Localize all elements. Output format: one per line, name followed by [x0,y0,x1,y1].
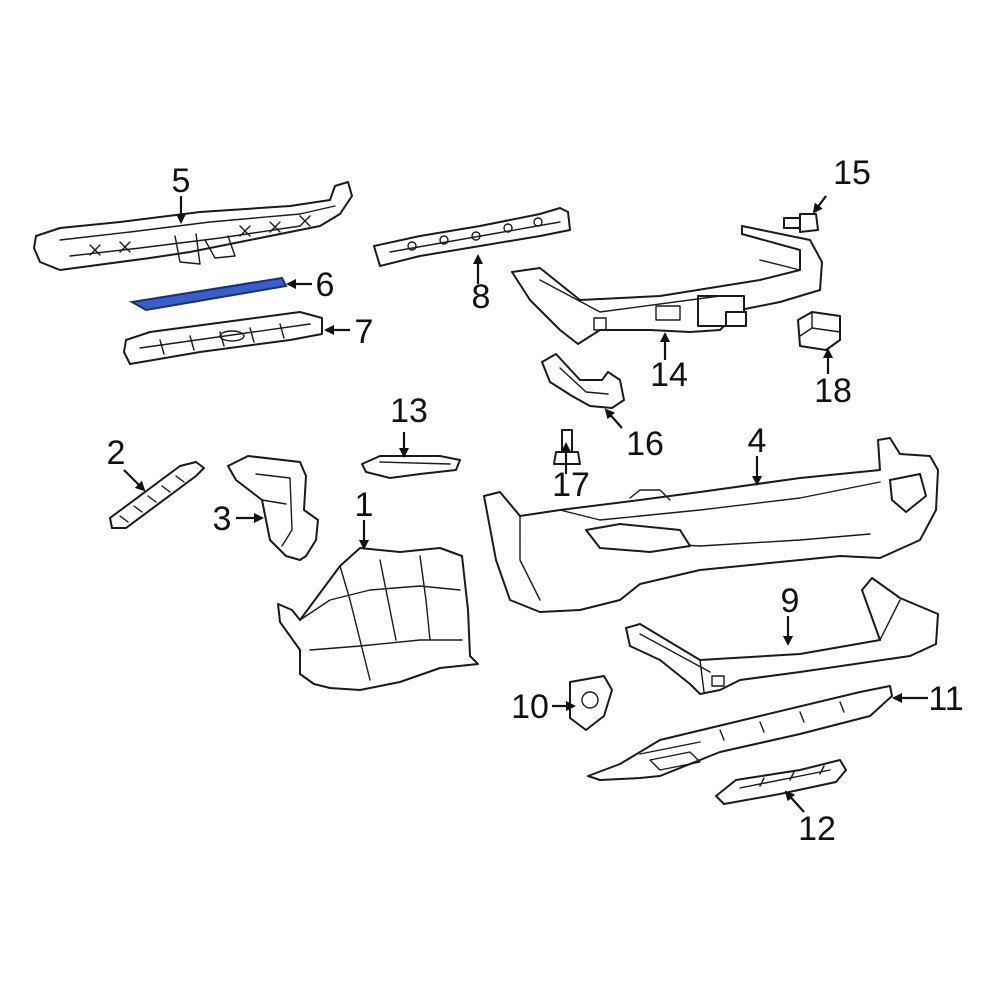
callout-3: 3 [213,500,232,538]
part-18-connector[interactable] [797,311,841,351]
part-13-deflector[interactable] [361,455,461,479]
callout-14: 14 [650,356,688,394]
part-11-diffuser[interactable] [587,685,893,781]
callout-4: 4 [748,422,767,460]
callout-5: 5 [172,162,191,200]
part-7-lower-rail[interactable] [123,311,323,365]
part-1-corner-shield[interactable] [277,547,479,691]
callout-9: 9 [781,582,800,620]
callout-15: 15 [833,154,871,192]
callout-lines [123,195,928,813]
callout-17: 17 [552,466,590,504]
part-14-hitch[interactable] [511,225,823,345]
callout-1: 1 [355,486,374,524]
callout-12: 12 [798,810,836,848]
part-3-side-bracket[interactable] [227,455,319,561]
part-4-bumper-cover[interactable] [483,437,939,613]
callout-2: 2 [107,434,126,472]
leader-2 [123,469,146,492]
leader-15 [812,195,827,214]
callout-numbers: 5 6 7 8 14 15 18 16 17 13 2 3 1 4 9 10 1… [107,154,964,848]
part-5-upper-bracket[interactable] [33,181,353,271]
part-8-mounting-bracket[interactable] [373,207,571,267]
callout-7: 7 [355,313,374,351]
part-6-highlighted-strip[interactable] [129,276,288,312]
leader-12 [784,790,805,813]
part-10-plate[interactable] [569,675,613,731]
part-16-hook-bracket[interactable] [541,353,625,409]
part-12-lower-trim[interactable] [715,759,847,805]
callout-18: 18 [814,372,852,410]
callout-16: 16 [626,425,664,463]
callout-10: 10 [511,688,549,726]
part-2-bracket-strip[interactable] [109,461,205,529]
callout-8: 8 [472,278,491,316]
callout-11: 11 [928,680,963,718]
part-9-reinforcement[interactable] [625,577,939,695]
part-15-bolt[interactable] [783,213,819,233]
callout-13: 13 [390,392,428,430]
leader-16 [604,408,623,429]
callout-6: 6 [316,266,335,304]
